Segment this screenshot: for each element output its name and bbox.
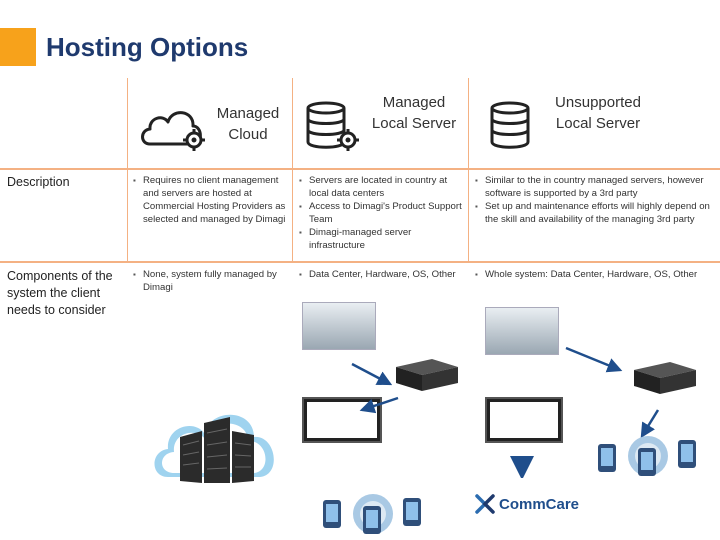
commcare-logo: CommCare: [474, 493, 579, 515]
bullet-item: Data Center, Hardware, OS, Other: [299, 268, 463, 281]
column-divider: [292, 78, 293, 262]
data-center-photo: [485, 307, 559, 355]
database-icon: [490, 101, 530, 149]
server-hardware-illustration: [396, 359, 458, 391]
column-header-managed-local-server: Managed Local Server: [371, 94, 457, 132]
page-title: Hosting Options: [46, 32, 249, 62]
data-center-photo: [302, 302, 376, 350]
cloud-servers-illustration: [154, 414, 274, 483]
connection-arrows: [510, 346, 660, 478]
bullet-item: Similar to the in country managed server…: [475, 174, 713, 200]
mobile-devices-illustration: [598, 436, 696, 476]
row-divider: [0, 168, 720, 170]
software-screenshot: [485, 397, 563, 443]
bullet-item: Dimagi-managed server infrastructure: [299, 226, 463, 252]
cell-components-managed-cloud: None, system fully managed by Dimagi: [133, 268, 287, 294]
server-hardware-illustration: [634, 362, 696, 394]
title-accent-bar: [0, 28, 36, 66]
bullet-item: Whole system: Data Center, Hardware, OS,…: [475, 268, 713, 281]
column-divider: [468, 78, 469, 262]
column-header-unsupported-local-server: Unsupported Local Server: [555, 94, 641, 132]
connection-arrows: [351, 362, 399, 414]
cell-components-unsupported-local: Whole system: Data Center, Hardware, OS,…: [475, 268, 713, 281]
mobile-devices-illustration: [323, 494, 421, 534]
cell-description-unsupported-local: Similar to the in country managed server…: [475, 174, 713, 226]
cloud-gear-icon: [141, 111, 205, 151]
row-label-description: Description: [7, 175, 70, 189]
bullet-item: Requires no client management and server…: [133, 174, 287, 226]
bullet-item: Access to Dimagi's Product Support Team: [299, 200, 463, 226]
bullet-item: Servers are located in country at local …: [299, 174, 463, 200]
commcare-logo-text: CommCare: [499, 495, 580, 513]
bullet-item: Set up and maintenance efforts will high…: [475, 200, 713, 226]
commcare-logo-icon: [475, 494, 495, 514]
row-divider: [0, 261, 720, 263]
bullet-item: None, system fully managed by Dimagi: [133, 268, 287, 294]
cell-description-managed-cloud: Requires no client management and server…: [133, 174, 287, 226]
database-gear-icon: [306, 101, 359, 151]
cell-description-managed-local: Servers are located in country at local …: [299, 174, 463, 252]
cell-components-managed-local: Data Center, Hardware, OS, Other: [299, 268, 463, 281]
row-label-components: Components of the system the client need…: [7, 269, 113, 317]
column-header-managed-cloud: Managed Cloud: [216, 105, 280, 143]
column-divider: [127, 78, 128, 262]
